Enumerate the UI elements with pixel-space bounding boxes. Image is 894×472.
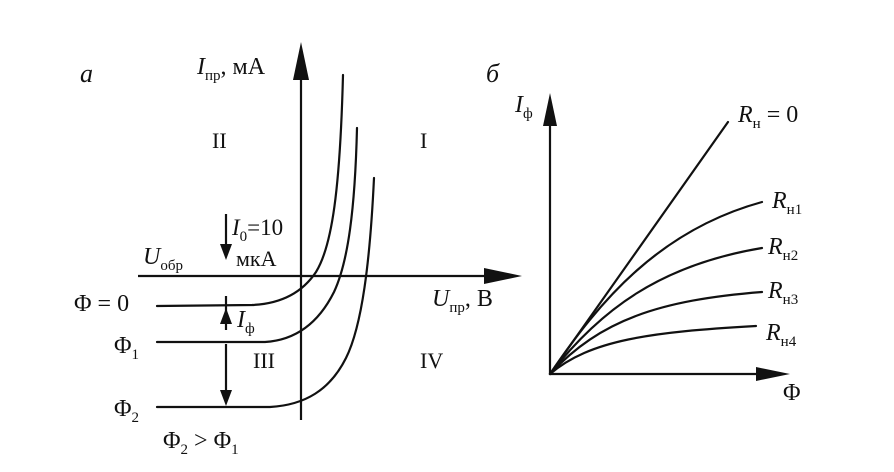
panel-b-label: б [486, 59, 500, 88]
panel-a-label: а [80, 59, 93, 88]
load-label-0: Rн = 0 [737, 102, 798, 132]
curve-flux-1 [155, 126, 359, 344]
quadrant-iv-label: IV [420, 348, 443, 373]
b-y-axis-label: Iф [514, 92, 533, 122]
dark-current-unit: мкА [236, 246, 277, 271]
dark-current-arrow-icon [220, 244, 232, 260]
curve-flux-2 [155, 176, 376, 409]
load-curve-2 [548, 246, 764, 376]
photo-current-label: Iф [236, 307, 255, 337]
photo-current-down-arrow-icon [220, 390, 232, 406]
panel-a: а Iпр, мА Uпр, В Uобр II I III IV I0=10 … [74, 42, 522, 458]
quadrant-i-label: I [420, 128, 427, 153]
photo-current-up-arrow-icon [220, 308, 232, 324]
quadrant-iii-label: III [253, 348, 275, 373]
y-axis-arrow-icon [293, 42, 309, 80]
flux-1-label: Φ1 [114, 333, 139, 363]
panel-b: б Iф Φ Rн = 0 Rн1 Rн2 Rн3 Rн4 [486, 59, 802, 406]
reverse-voltage-label: Uобр [143, 244, 183, 274]
load-curve-4 [548, 324, 758, 376]
b-y-axis-arrow-icon [543, 93, 557, 126]
load-label-4: Rн4 [765, 320, 797, 350]
b-x-axis-arrow-icon [756, 367, 790, 381]
x-axis-label: Uпр, В [432, 286, 493, 316]
flux-relation-label: Φ2 > Φ1 [163, 428, 239, 458]
dark-current-label: I0=10 [231, 215, 283, 245]
y-axis-label: Iпр, мА [196, 54, 266, 84]
curve-flux-zero [155, 73, 345, 308]
b-x-axis-label: Φ [783, 380, 801, 406]
load-curve-3 [548, 290, 764, 376]
quadrant-ii-label: II [212, 128, 227, 153]
flux-2-label: Φ2 [114, 396, 139, 426]
load-label-1: Rн1 [771, 188, 802, 218]
load-label-2: Rн2 [767, 234, 798, 264]
load-label-3: Rн3 [767, 278, 798, 308]
load-curve-1 [548, 200, 764, 376]
x-axis-arrow-icon [484, 268, 522, 284]
flux-zero-label: Φ = 0 [74, 291, 129, 317]
